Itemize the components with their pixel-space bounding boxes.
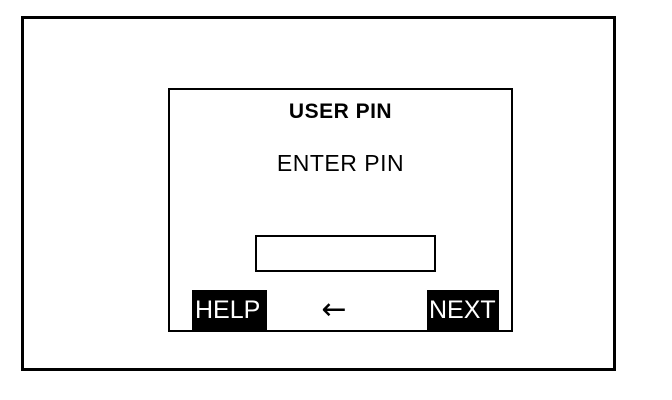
back-button[interactable]: ← bbox=[310, 290, 358, 330]
arrow-left-icon: ← bbox=[321, 292, 347, 327]
screen-panel: USER PIN ENTER PIN HELP ← NEXT bbox=[168, 88, 513, 332]
page-title: USER PIN bbox=[288, 100, 393, 123]
help-button[interactable]: HELP bbox=[192, 290, 267, 330]
next-button[interactable]: NEXT bbox=[427, 290, 499, 330]
pin-input-box[interactable] bbox=[255, 235, 436, 272]
device-outer-frame: USER PIN ENTER PIN HELP ← NEXT bbox=[21, 16, 616, 371]
prompt-label: ENTER PIN bbox=[276, 150, 405, 176]
pin-input[interactable] bbox=[257, 237, 434, 270]
softkey-row: HELP ← NEXT bbox=[170, 290, 511, 330]
